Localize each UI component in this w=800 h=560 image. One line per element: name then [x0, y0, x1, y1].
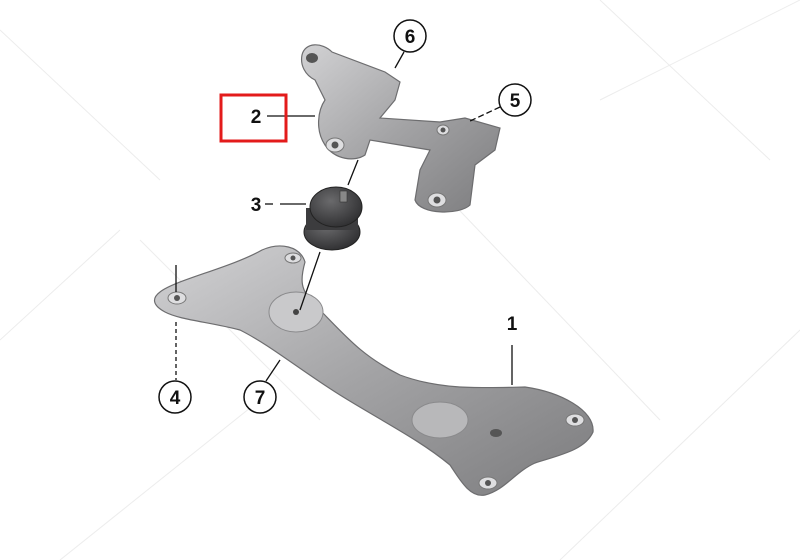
- highlight-box: [219, 93, 288, 143]
- callout-3-label: 3: [251, 195, 262, 216]
- callout-5-label: 5: [510, 91, 521, 112]
- leader-lines: [175, 51, 513, 385]
- callout-6: 6: [393, 19, 427, 53]
- crossmember-part[interactable]: [154, 245, 594, 496]
- callout-4: 4: [158, 380, 192, 414]
- callout-5: 5: [498, 83, 532, 117]
- rubber-mount-part[interactable]: [303, 186, 363, 251]
- callout-1-label: 1: [507, 314, 518, 335]
- callout-2-label: 2: [251, 107, 262, 128]
- callout-7-label: 7: [255, 388, 266, 409]
- callout-6-label: 6: [405, 27, 416, 48]
- callout-4-label: 4: [170, 388, 181, 409]
- bracket-part[interactable]: [300, 44, 501, 213]
- callout-7: 7: [243, 380, 277, 414]
